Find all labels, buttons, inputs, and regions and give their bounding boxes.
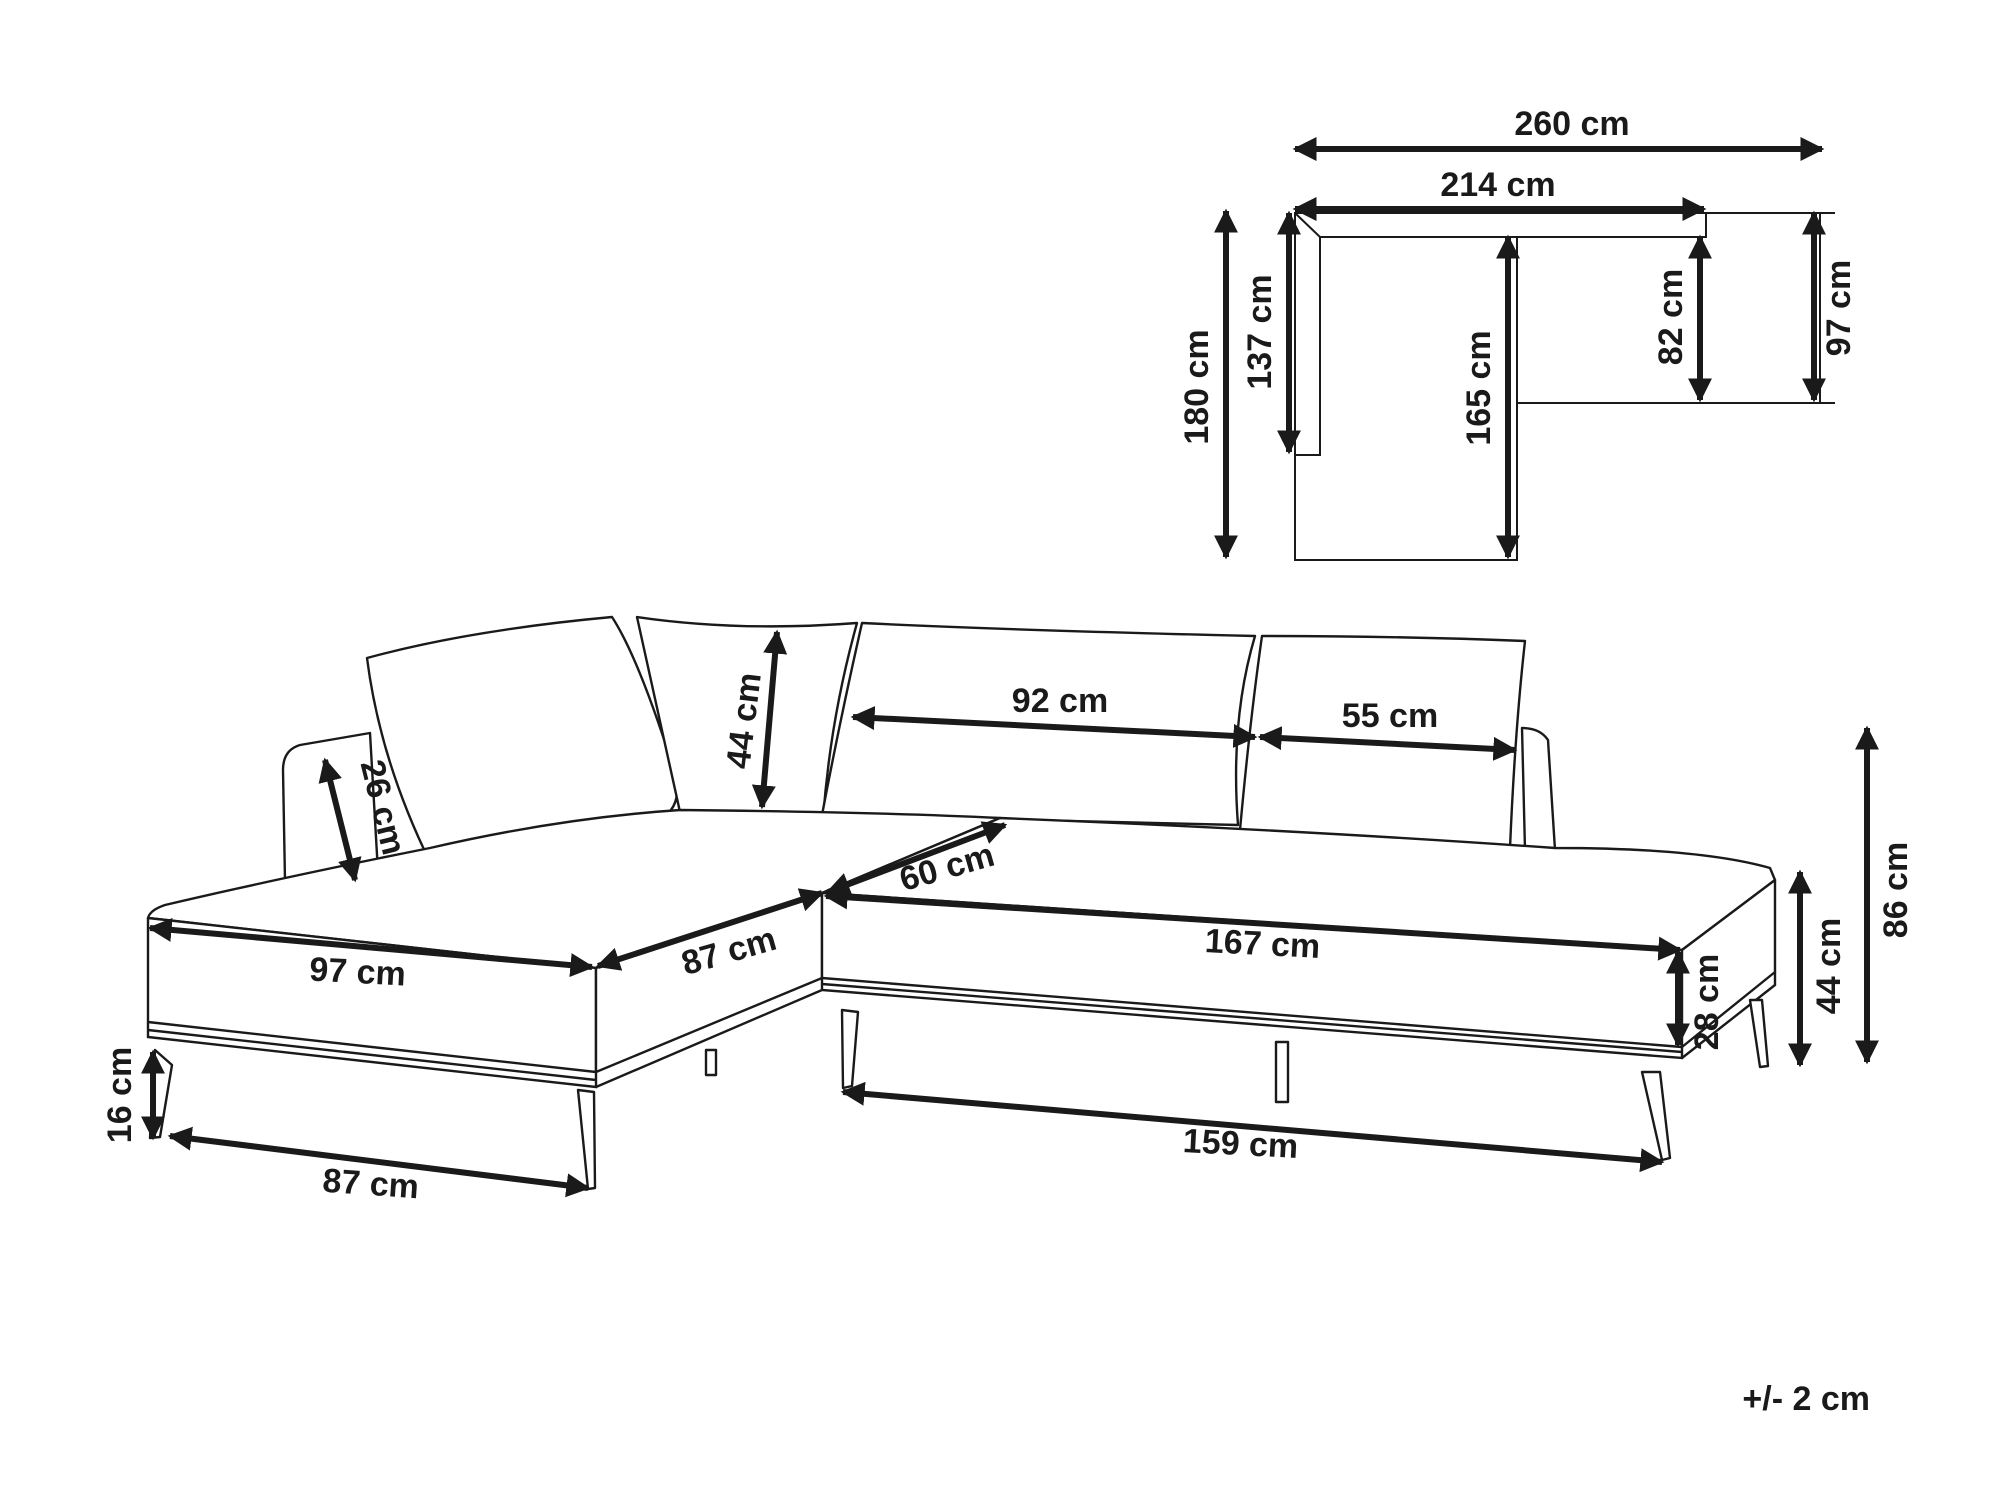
seat-length-label: 167 cm xyxy=(1204,922,1321,966)
chaise-front-label: 97 cm xyxy=(308,951,406,994)
seat-depth-arrow-side xyxy=(825,821,1008,896)
chaise-side-arrow xyxy=(595,888,825,971)
leg-height-label: 16 cm xyxy=(101,1047,139,1143)
overall-depth-label: 180 cm xyxy=(1178,329,1216,444)
chaise-leg-span-label: 87 cm xyxy=(321,1162,420,1207)
cushion-small-arrow xyxy=(1257,726,1518,761)
back-cushion-1 xyxy=(365,615,679,864)
chaise-depth-label: 165 cm xyxy=(1460,330,1498,445)
main-leg-span-arrow xyxy=(840,1081,1665,1173)
main-leg-span-label: 159 cm xyxy=(1182,1122,1299,1166)
plan-outline xyxy=(1294,212,1821,561)
cushion-large-arrow xyxy=(850,706,1258,748)
armrest-height-arrow xyxy=(318,757,362,883)
seat-length-arrow xyxy=(823,885,1683,961)
left-depth-label: 137 cm xyxy=(1241,274,1279,389)
plan-view: 260 cm 214 cm 180 cm 137 cm 165 cm 82 cm… xyxy=(1178,105,1858,561)
leg-main-right xyxy=(1640,1070,1672,1162)
tolerance-note: +/- 2 cm xyxy=(1742,1380,1870,1418)
seat-height-label: 28 cm xyxy=(1688,954,1726,1050)
overall-width-label: 260 cm xyxy=(1514,105,1629,143)
leg-main-left xyxy=(840,1008,860,1090)
leg-main-end xyxy=(1748,998,1770,1069)
chaise-leg-span-arrow xyxy=(167,1126,591,1198)
total-seat-height-label: 44 cm xyxy=(1810,918,1848,1014)
right-depth-label: 97 cm xyxy=(1820,260,1858,356)
right-armrest xyxy=(1520,726,1557,852)
cushion-small-label: 55 cm xyxy=(1342,697,1438,735)
base-lines xyxy=(146,970,1777,1089)
back-width-label: 214 cm xyxy=(1440,166,1555,204)
cushion-large-label: 92 cm xyxy=(1012,682,1108,720)
leg-main-middle xyxy=(1274,1040,1290,1104)
plan-inner-outline xyxy=(1294,212,1707,456)
leg-chaise-back xyxy=(704,1048,718,1077)
seat-depth-label: 82 cm xyxy=(1652,269,1690,365)
chaise-front-arrow xyxy=(147,917,595,978)
leg-chaise-right xyxy=(576,1088,597,1191)
back-height-arrow xyxy=(751,629,788,810)
total-height-label: 86 cm xyxy=(1877,842,1915,938)
